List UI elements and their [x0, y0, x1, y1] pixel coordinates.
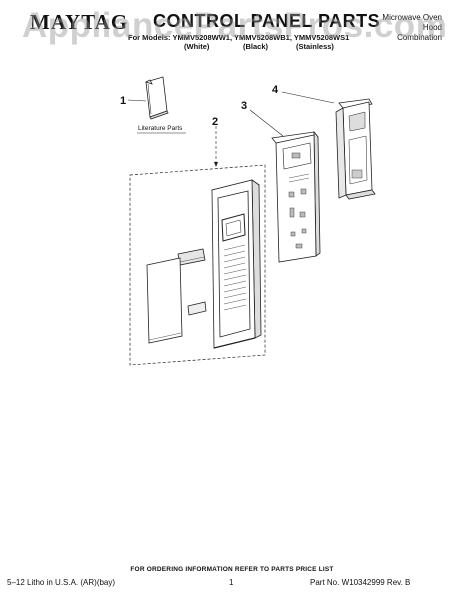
brand-logo: MAYTAG — [30, 10, 129, 34]
variant-black: (Black) — [243, 42, 269, 51]
product-type-line2: Combination — [397, 33, 442, 42]
assembly-boundary — [129, 164, 266, 366]
control-bracket — [335, 98, 376, 200]
ordering-note: FOR ORDERING INFORMATION REFER TO PARTS … — [130, 566, 334, 573]
callout-1: 1 — [120, 95, 127, 107]
ribbon-connector — [187, 301, 207, 316]
litho-code: 5–12 Litho in U.S.A. (AR)(bay) — [7, 578, 116, 587]
control-panel-assembly — [211, 179, 262, 349]
page-number: 1 — [229, 578, 234, 587]
part-number: Part No. W10342999 Rev. B — [310, 578, 411, 587]
callout-2: 2 — [212, 116, 219, 128]
product-type-line1: Microwave Oven Hood — [382, 13, 442, 32]
variant-white: (White) — [184, 42, 210, 51]
page-title: CONTROL PANEL PARTS — [153, 11, 381, 31]
literature-label: Literature Parts — [138, 125, 183, 132]
membrane-switch — [146, 257, 183, 344]
callout-4: 4 — [272, 84, 279, 96]
watermark: AppliancePartsPros.com — [22, 6, 448, 45]
literature-booklet — [144, 76, 169, 120]
mounting-plate — [271, 130, 321, 263]
display-lens — [177, 248, 206, 266]
product-type: Microwave Oven Hood Combination — [362, 13, 442, 43]
variant-stainless: (Stainless) — [296, 42, 334, 51]
callout-3: 3 — [241, 100, 248, 112]
model-list: For Models: YMMV5208WW1, YMMV5208WB1, YM… — [128, 33, 350, 42]
